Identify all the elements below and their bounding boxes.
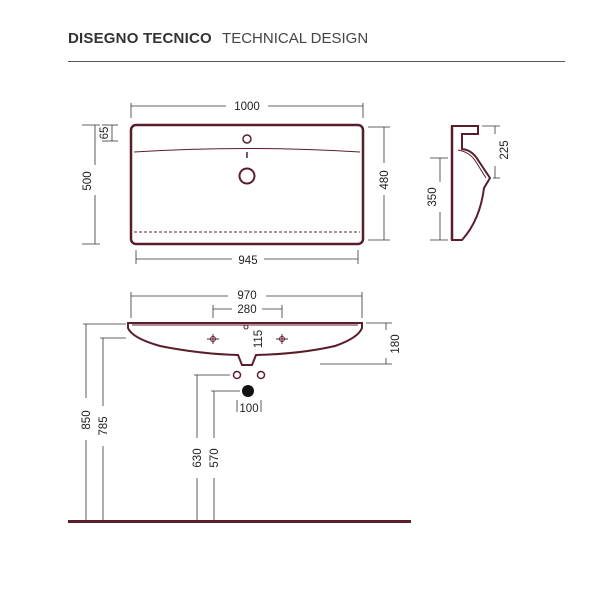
tap-hole xyxy=(242,134,252,144)
label-115: 115 xyxy=(253,330,265,348)
label-180: 180 xyxy=(390,334,402,353)
label-570: 570 xyxy=(209,448,221,467)
dim-top-65 xyxy=(102,124,118,142)
dim-side-350 xyxy=(430,157,448,241)
dim-top-945 xyxy=(135,250,359,264)
label-850: 850 xyxy=(81,410,93,429)
label-100: 100 xyxy=(239,403,258,415)
basin-top-outline xyxy=(129,123,365,246)
label-225: 225 xyxy=(499,140,511,159)
side-view: 225 350 xyxy=(427,125,511,241)
basin-front-outline xyxy=(127,322,363,366)
label-280: 280 xyxy=(237,304,256,316)
label-630: 630 xyxy=(192,448,204,467)
dim-front-280 xyxy=(212,305,283,318)
dim-front-970 xyxy=(130,292,363,318)
label-350: 350 xyxy=(427,187,439,206)
top-view: 1000 945 500 65 xyxy=(82,101,391,267)
title-italian: DISEGNO TECNICO xyxy=(68,30,212,47)
dim-top-500 xyxy=(82,124,100,245)
tap-center-marker xyxy=(243,324,249,330)
basin-side-profile xyxy=(451,125,492,241)
title-english: TECHNICAL DESIGN xyxy=(222,30,369,47)
dim-top-1000 xyxy=(130,103,364,118)
floor-line xyxy=(68,520,411,523)
label-945: 945 xyxy=(238,255,257,267)
label-1000: 1000 xyxy=(234,101,260,113)
tap-marker-right xyxy=(276,334,288,344)
dim-front-630 xyxy=(194,374,230,522)
label-785: 785 xyxy=(98,416,110,435)
tap-marker-left xyxy=(207,334,219,344)
dim-front-785 xyxy=(100,337,126,522)
label-500: 500 xyxy=(82,171,94,190)
basin-top-rim xyxy=(133,148,361,153)
waste-left xyxy=(232,370,242,380)
dim-side-225 xyxy=(482,125,500,179)
dim-front-180 xyxy=(320,322,392,365)
header-divider xyxy=(68,61,565,62)
front-view: 970 280 115 180 100 xyxy=(68,290,411,523)
dim-top-480 xyxy=(368,126,390,241)
dim-front-100 xyxy=(236,400,262,412)
dim-front-850 xyxy=(83,323,126,522)
label-480: 480 xyxy=(379,170,391,189)
drain-hole xyxy=(238,167,256,185)
waste-outlet xyxy=(242,385,254,397)
dim-front-570 xyxy=(211,390,240,522)
label-970: 970 xyxy=(237,290,256,302)
label-65: 65 xyxy=(99,127,111,140)
waste-right xyxy=(256,370,266,380)
page-header: DISEGNO TECNICO TECHNICAL DESIGN xyxy=(68,30,368,47)
